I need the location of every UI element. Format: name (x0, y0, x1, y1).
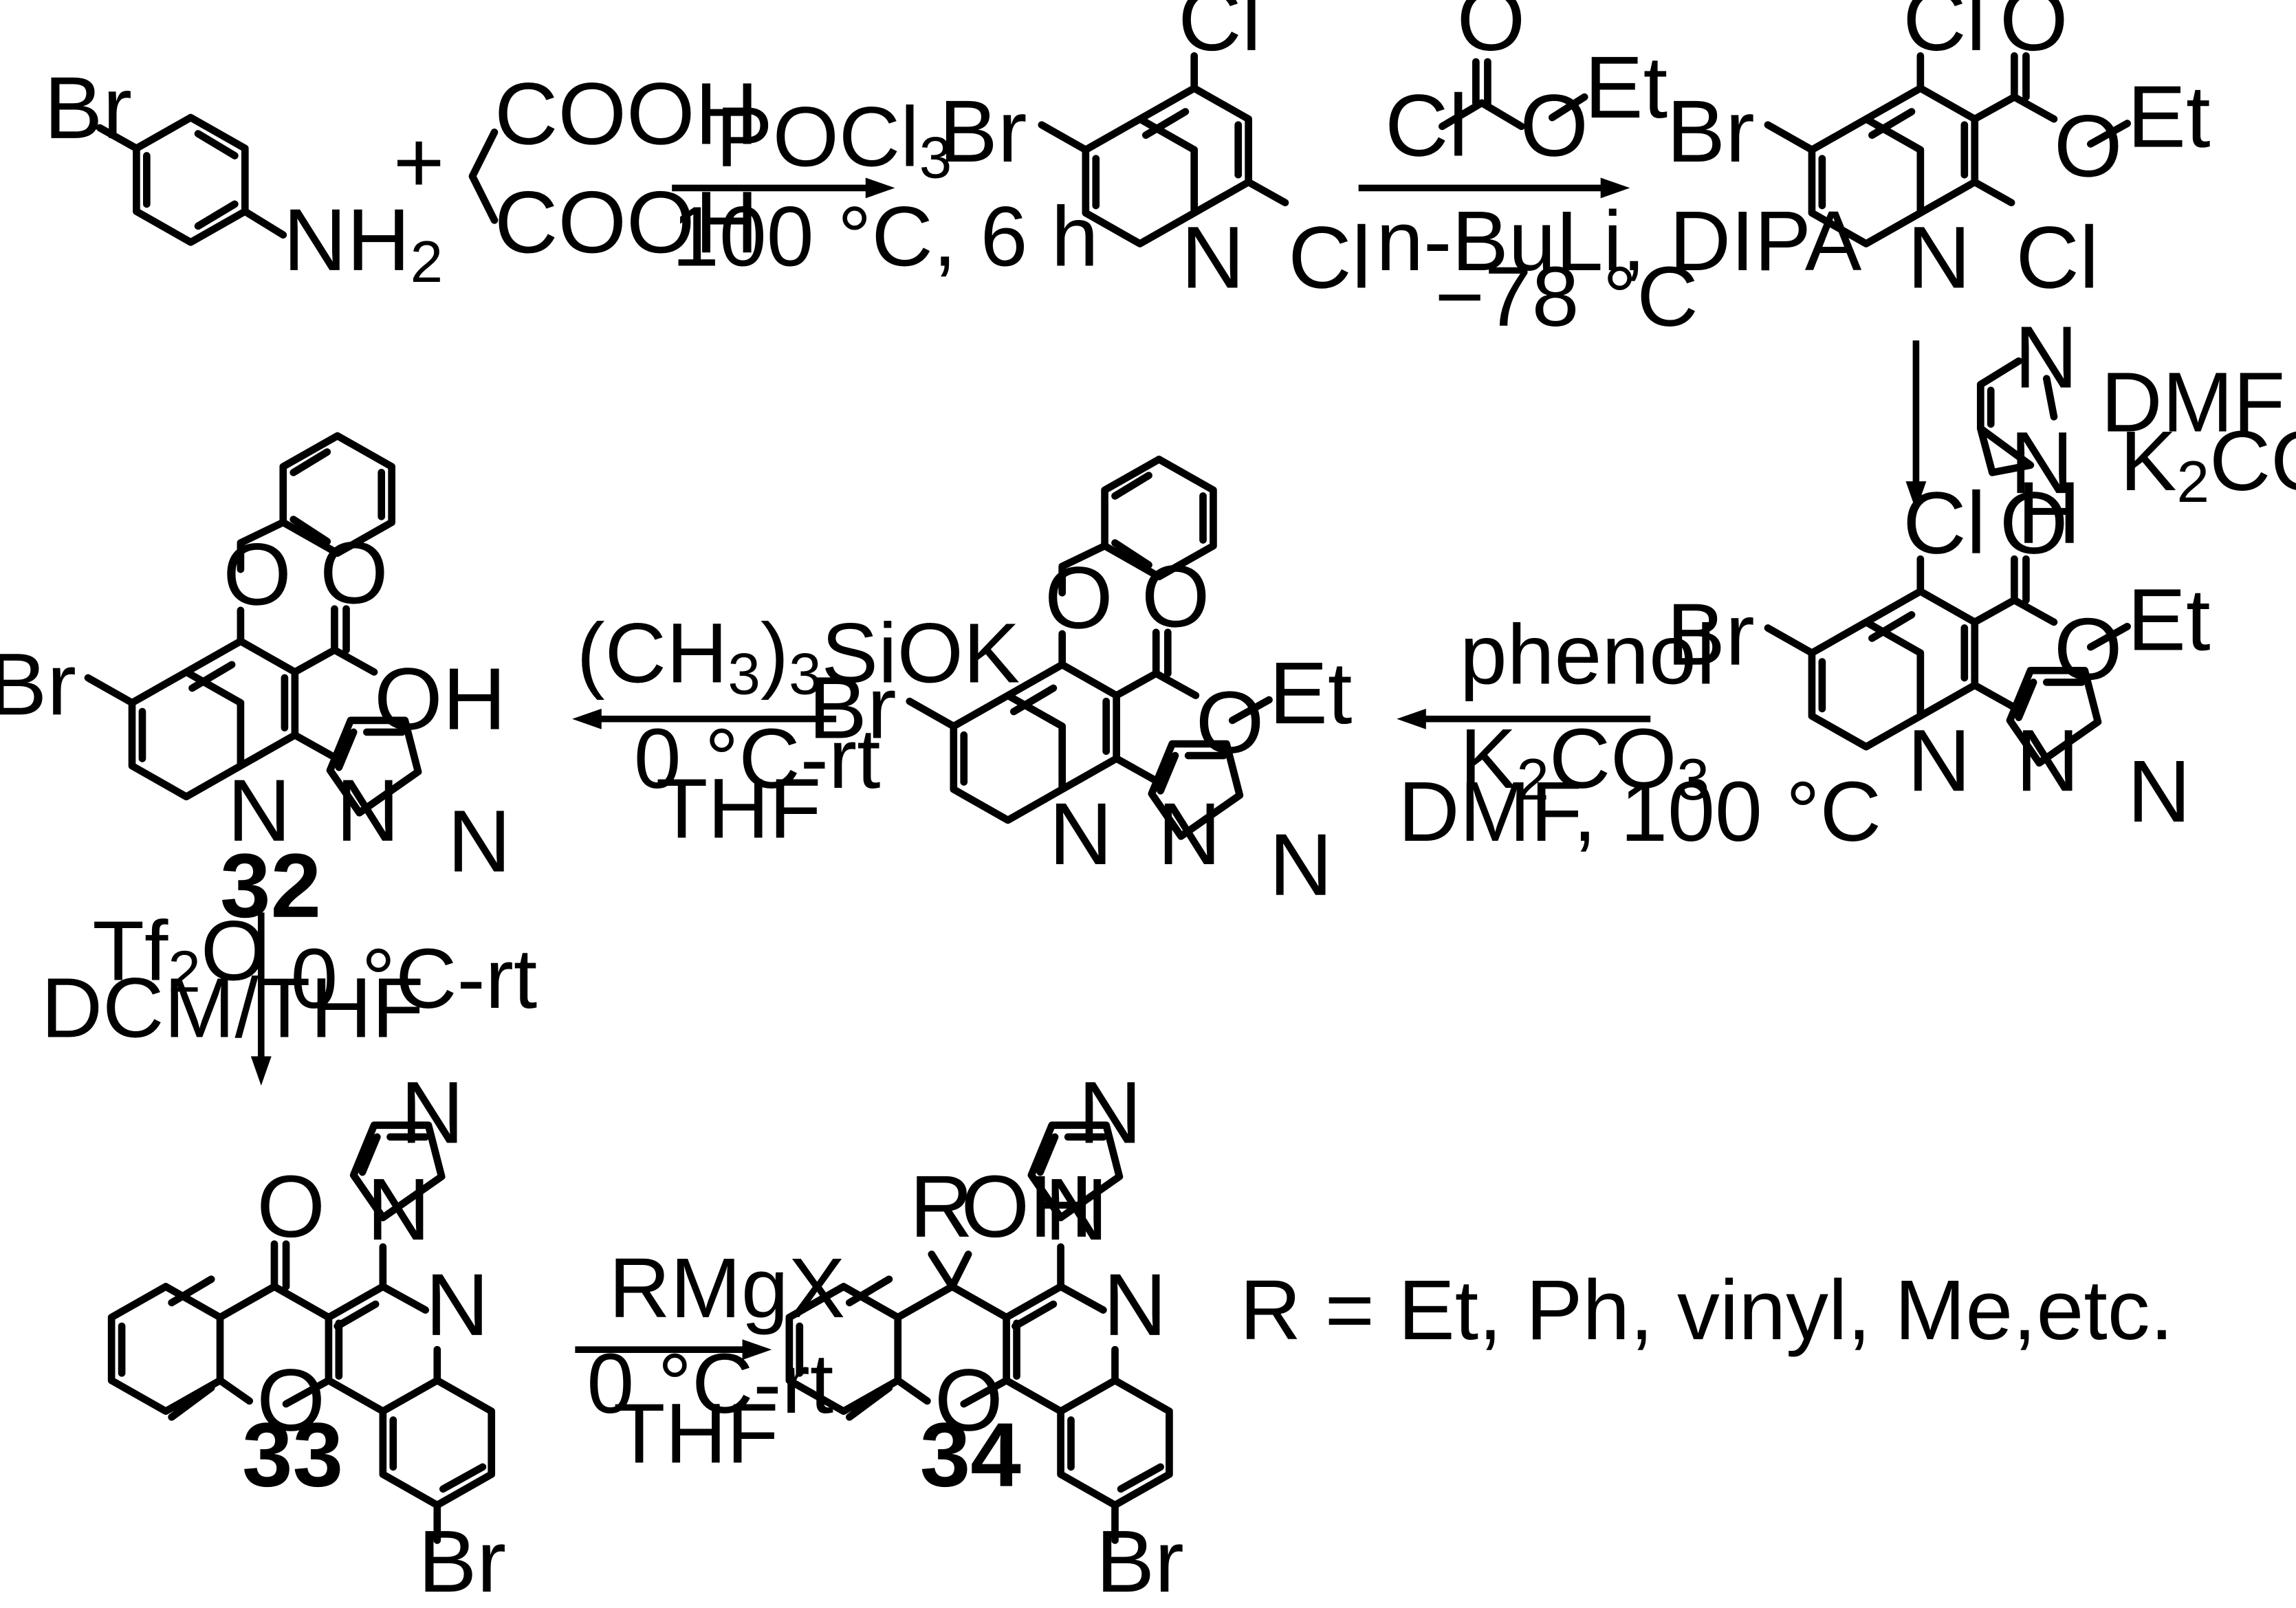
arrow-step7 (575, 1339, 772, 1361)
step5-line2: 0 °C-rt (634, 712, 881, 806)
bromo-label: Br (418, 1512, 506, 1608)
n-label: N (2015, 712, 2079, 810)
ethyl-chloroformate: O Cl O Et (1385, 0, 1668, 175)
step5-reagent: (CH3)3SiOK (576, 606, 1020, 707)
arrow-step3 (1905, 340, 1927, 511)
et-label: Et (1584, 38, 1668, 137)
et-label: Et (1269, 644, 1353, 742)
n-label: N (367, 1160, 430, 1259)
n-label: N (2014, 309, 2077, 407)
step3-line1: DMF dry, (2101, 355, 2296, 450)
compound-34-label: 34 (920, 1405, 1021, 1506)
step2-line1: n-BuLi, DIPA (1376, 194, 1862, 289)
step6-reagent: Tf2O (92, 904, 267, 1005)
bromo-label: Br (1667, 586, 1755, 684)
imidazolyl-chloro-ester: Cl O O Et N N N Br (1667, 474, 2211, 841)
arrow-step6 (250, 912, 272, 1086)
o-label: O (1196, 674, 1265, 772)
h-label: H (2018, 464, 2081, 562)
bromo-label: Br (1667, 82, 1755, 181)
o-label: O (1520, 76, 1588, 175)
chloro-ester-quinoline: Cl O O Et N Cl Br (1667, 0, 2211, 307)
step1-conditions: 100 °C, 6 h (672, 189, 1098, 284)
bromo-label: Br (1096, 1512, 1184, 1608)
o-label: O (1457, 0, 1526, 69)
nh2-label: NH (283, 191, 411, 289)
step7-reagent: RMgX (609, 1241, 845, 1336)
o-label: O (320, 524, 389, 622)
et-label: Et (2128, 571, 2211, 669)
n-label: N (448, 793, 511, 891)
bromo-label: Br (0, 635, 76, 734)
n-label: N (1269, 816, 1333, 914)
n-label: N (228, 762, 291, 860)
cl-label: Cl (1178, 0, 1261, 69)
n-label: N (1907, 208, 1971, 307)
o-label: O (256, 1352, 325, 1450)
step7-line3: THF (613, 1386, 779, 1481)
oh-label: OH (961, 1158, 1093, 1256)
compound-32: O O OH N N N Br (0, 432, 511, 891)
r-group-note: R = Et, Ph, vinyl, Me,etc. (1240, 1263, 2174, 1358)
o-label: O (934, 1352, 1003, 1450)
cooh-top-label: COOH (494, 65, 758, 163)
cl-label: Cl (1288, 208, 1371, 307)
step6-conditions: 0 °C-rt (290, 932, 537, 1026)
arrow-step4 (1397, 708, 1651, 729)
arrow-step2 (1358, 177, 1630, 199)
step1-reagent: POCl3 (716, 89, 952, 190)
o-label: O (256, 1158, 325, 1256)
cl-label: Cl (1385, 76, 1468, 175)
o-label: O (2054, 600, 2123, 698)
cl-label: Cl (1903, 474, 1986, 573)
phenoxy-ester: O O O Et N N N Br (809, 455, 1353, 914)
step6-line2: DCM/THF (41, 961, 424, 1056)
arrow-step1 (672, 177, 895, 199)
compound-33-label: 33 (242, 1405, 343, 1506)
r-label: R (910, 1158, 973, 1256)
et-label: Et (2128, 68, 2211, 166)
n-label: N (1907, 712, 1971, 810)
o-label: O (2000, 0, 2068, 69)
plus-sign: + (393, 113, 445, 212)
step4-reagent: phenol (1460, 608, 1716, 703)
compound-33: O O N N N Br (107, 1064, 506, 1608)
o-label: O (2000, 474, 2068, 573)
n-label: N (2010, 414, 2073, 512)
step3-line2: K2CO3 (2120, 414, 2296, 515)
n-label: N (2128, 742, 2191, 841)
nh2-subscript: 2 (411, 230, 443, 295)
compound-34: R OH O N N N Br (785, 1064, 1184, 1608)
step4-line2: K2CO3 (1460, 712, 1709, 813)
n-label: N (1045, 1160, 1108, 1259)
n-label: N (1078, 1064, 1141, 1162)
bromo-label: Br (44, 59, 132, 157)
step4-line3: DMF, 100 °C (1398, 764, 1881, 859)
n-label: N (1049, 785, 1112, 883)
dichloroquinoline: Cl N Cl Br (939, 0, 1371, 307)
o-label: O (1045, 549, 1113, 647)
cl-label: Cl (1903, 0, 1986, 69)
imidazole-reagent: N N H (1976, 309, 2081, 562)
n-label: N (1103, 1256, 1166, 1354)
o-label: O (1141, 547, 1210, 646)
step2-line2: −78 °C (1435, 250, 1698, 344)
bromo-label: Br (809, 659, 897, 757)
n-label: N (426, 1256, 489, 1354)
n-label: N (400, 1064, 463, 1162)
bromo-label: Br (939, 82, 1027, 181)
n-label: N (1181, 208, 1245, 307)
step5-line3: THF (656, 762, 822, 857)
cl-label: Cl (2015, 208, 2099, 307)
o-label: O (223, 525, 292, 624)
n-label: N (1157, 785, 1221, 883)
n-label: N (336, 762, 400, 860)
compound-32-label: 32 (220, 835, 321, 937)
oh-label: OH (374, 650, 506, 749)
o-label: O (2054, 97, 2123, 195)
arrow-step5 (572, 708, 837, 729)
svg-text:NH2: NH2 (283, 191, 443, 295)
4-bromoaniline: Br NH2 (44, 59, 443, 295)
